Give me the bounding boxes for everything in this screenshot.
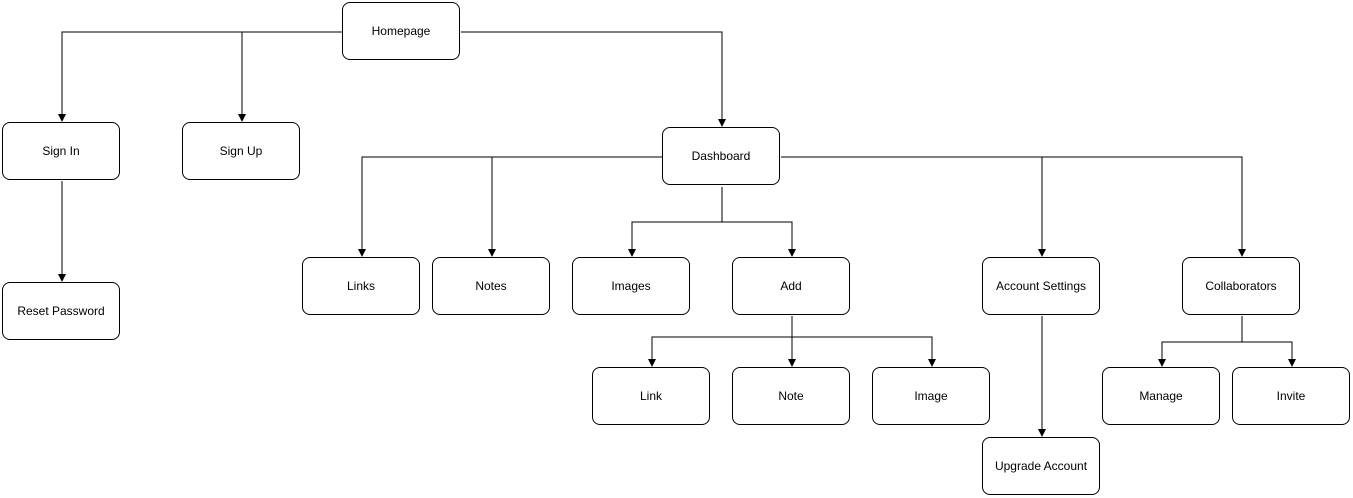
node-add: Add — [732, 257, 850, 315]
node-label: Dashboard — [691, 149, 751, 163]
node-image: Image — [872, 367, 990, 425]
node-images: Images — [572, 257, 690, 315]
node-label: Invite — [1276, 389, 1306, 403]
connector-dashboard-to-collaborators — [781, 156, 1246, 257]
connector-dashboard-to-notes — [488, 156, 662, 257]
node-label: Sign Up — [219, 144, 263, 158]
connector-dashboard-to-account-settings — [781, 156, 1046, 257]
node-label: Images — [611, 279, 651, 293]
connector-add-to-image — [791, 316, 936, 367]
node-collaborators: Collaborators — [1182, 257, 1300, 315]
node-sign-in: Sign In — [2, 122, 120, 180]
node-label: Reset Password — [17, 304, 105, 318]
node-link: Link — [592, 367, 710, 425]
node-links: Links — [302, 257, 420, 315]
node-upgrade-account: Upgrade Account — [982, 437, 1100, 495]
node-label: Account Settings — [995, 279, 1087, 293]
node-label: Sign In — [42, 144, 80, 158]
connector-dashboard-to-images — [628, 187, 723, 257]
connector-dashboard-to-links — [358, 156, 662, 257]
node-label: Add — [780, 279, 802, 293]
node-note: Note — [732, 367, 850, 425]
node-label: Image — [914, 389, 948, 403]
node-label: Note — [778, 389, 804, 403]
connector-collaborators-to-manage — [1158, 316, 1243, 367]
connector-dashboard-to-add — [721, 187, 796, 257]
node-dashboard: Dashboard — [662, 127, 780, 185]
connector-homepage-to-sign-up — [238, 31, 342, 122]
connector-homepage-to-dashboard — [461, 31, 726, 127]
node-manage: Manage — [1102, 367, 1220, 425]
node-label: Collaborators — [1205, 279, 1277, 293]
node-label: Homepage — [371, 24, 431, 38]
connector-add-to-link — [648, 316, 793, 367]
node-notes: Notes — [432, 257, 550, 315]
node-label: Notes — [475, 279, 507, 293]
node-label: Manage — [1139, 389, 1183, 403]
node-sign-up: Sign Up — [182, 122, 300, 180]
node-label: Upgrade Account — [994, 459, 1088, 473]
node-account-settings: Account Settings — [982, 257, 1100, 315]
connector-homepage-to-sign-in — [58, 31, 342, 122]
node-invite: Invite — [1232, 367, 1350, 425]
node-label: Link — [639, 389, 662, 403]
node-label: Links — [346, 279, 375, 293]
node-reset-password: Reset Password — [2, 282, 120, 340]
connector-collaborators-to-invite — [1241, 316, 1296, 367]
node-homepage: Homepage — [342, 2, 460, 60]
